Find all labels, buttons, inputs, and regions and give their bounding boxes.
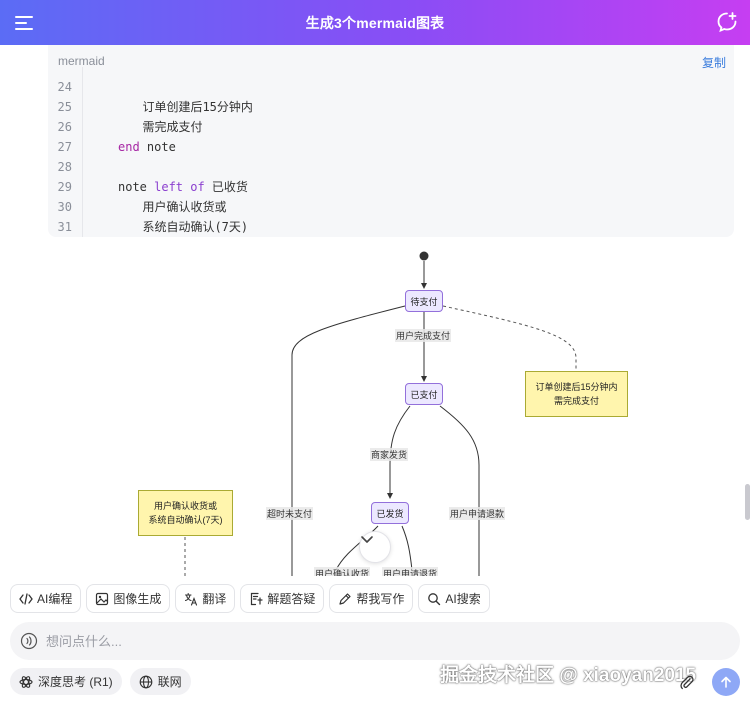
line-rest: 已收货 (204, 180, 248, 194)
new-chat-icon[interactable] (716, 11, 738, 33)
scrollbar-thumb[interactable] (745, 484, 750, 520)
pen-icon (339, 592, 351, 605)
chip-label: 解题答疑 (267, 592, 316, 606)
code-line: 26 end note (48, 97, 176, 154)
line-pre: note (118, 180, 155, 194)
state-shipped: 已发货 (371, 502, 409, 524)
chip-label: AI搜索 (445, 592, 481, 606)
problem-solving-button[interactable]: 解题答疑 (240, 584, 325, 613)
line-text: 用户确认收货或 (128, 200, 227, 214)
help-write-button[interactable]: 帮我写作 (329, 584, 414, 613)
edge-return (401, 525, 413, 571)
action-chips: AI编程 图像生成 翻译 解题答疑 帮我写作 AI搜索 (10, 584, 490, 613)
message-input-box (10, 622, 740, 660)
chip-label: 帮我写作 (356, 592, 405, 606)
note-line: 系统自动确认(7天) (148, 515, 223, 525)
translate-icon (185, 592, 198, 606)
message-input[interactable] (46, 633, 646, 649)
edge-label-return: 用户申请退货 (382, 567, 439, 576)
start-node (419, 251, 429, 261)
chevron-down-icon (361, 536, 373, 543)
keyword: left of (154, 180, 205, 194)
line-number: 29 (57, 180, 72, 194)
edge-label-timeout: 超时未支付 (266, 507, 314, 520)
note-line: 需完成支付 (553, 396, 599, 406)
note-received: 用户确认收货或 系统自动确认(7天) (138, 490, 233, 536)
code-line: 25 需完成支付 (48, 77, 203, 134)
mode-toggles: 深度思考 (R1) 联网 (10, 668, 191, 695)
line-number: 31 (57, 220, 72, 234)
line-number: 24 (57, 80, 72, 94)
edge-label-refund-request: 用户申请退款 (449, 507, 506, 520)
edge-label-merchant-ship: 商家发货 (370, 448, 409, 461)
deep-think-toggle[interactable]: 深度思考 (R1) (10, 668, 122, 695)
line-number: 28 (57, 160, 72, 174)
code-block: mermaid 复制 24 订单创建后15分钟内 25 需完成支付 26 end… (48, 45, 734, 237)
globe-icon (139, 675, 153, 688)
translate-button[interactable]: 翻译 (175, 584, 236, 613)
page-title: 生成3个mermaid图表 (305, 14, 445, 31)
arrow-up-icon (721, 676, 731, 688)
paperclip-icon[interactable] (678, 674, 696, 692)
state-pending-payment: 待支付 (405, 290, 443, 312)
edge-ship (387, 405, 411, 499)
toggle-label: 深度思考 (R1) (38, 675, 113, 689)
keyword: end (118, 140, 140, 154)
copy-button[interactable]: 复制 (701, 56, 726, 70)
chip-label: AI编程 (37, 592, 73, 606)
solve-icon (251, 592, 263, 605)
line-text: 订单创建后15分钟内 (128, 100, 253, 114)
line-text: end note (118, 137, 176, 157)
edge-label-user-pay: 用户完成支付 (395, 329, 452, 342)
ai-coding-button[interactable]: AI编程 (10, 584, 82, 613)
state-paid: 已支付 (405, 383, 443, 405)
line-text: note left of 已收货 (118, 177, 248, 197)
chip-label: 图像生成 (113, 592, 162, 606)
line-number: 26 (57, 120, 72, 134)
edge-confirm (335, 525, 379, 571)
image-generation-button[interactable]: 图像生成 (86, 584, 171, 613)
code-line: 28 note left of 已收货 (48, 137, 248, 194)
code-lines: 24 订单创建后15分钟内 25 需完成支付 26 end note 27 28… (48, 67, 734, 237)
voice-icon[interactable] (20, 632, 38, 650)
send-button[interactable] (712, 668, 740, 696)
app-header: 生成3个mermaid图表 (0, 0, 750, 45)
web-search-toggle[interactable]: 联网 (129, 668, 191, 695)
code-line: 27 (48, 117, 91, 154)
edge-refund (439, 405, 480, 576)
state-diagram: 待支付 已支付 已发货 用户完成支付 商家发货 超时未支付 用户申请退款 用户确… (0, 240, 750, 576)
ai-search-button[interactable]: AI搜索 (418, 584, 490, 613)
image-icon (96, 592, 109, 605)
line-text: 系统自动确认(7天) (128, 220, 249, 234)
edge-label-confirm: 用户确认收货 (314, 567, 371, 576)
gutter-separator (82, 67, 83, 237)
line-number: 30 (57, 200, 72, 214)
diagram-edges (184, 251, 577, 576)
code-line: 30 系统自动确认(7天) (48, 177, 249, 234)
line-text: 需完成支付 (128, 120, 203, 134)
line-number: 25 (57, 100, 72, 114)
scroll-down-button[interactable] (359, 531, 391, 563)
code-line: 29 用户确认收货或 (48, 157, 227, 214)
note-line: 用户确认收货或 (153, 501, 217, 511)
toggle-label: 联网 (157, 675, 182, 689)
edge-timeout (291, 305, 406, 576)
note-link-payment (442, 305, 577, 371)
atom-icon (19, 675, 33, 688)
code-icon (19, 592, 33, 605)
watermark: 掘金技术社区 @ xiaoyan2015 (440, 665, 697, 686)
search-icon (428, 592, 441, 605)
note-line: 订单创建后15分钟内 (535, 382, 618, 392)
line-number: 27 (57, 140, 72, 154)
chip-label: 翻译 (202, 592, 227, 606)
code-line: 24 订单创建后15分钟内 (48, 67, 253, 114)
code-language-label: mermaid (58, 54, 105, 68)
note-payment-deadline: 订单创建后15分钟内 需完成支付 (525, 371, 628, 417)
code-line: 31 end note (48, 197, 91, 234)
line-rest: note (139, 140, 176, 154)
menu-icon[interactable] (14, 13, 34, 33)
